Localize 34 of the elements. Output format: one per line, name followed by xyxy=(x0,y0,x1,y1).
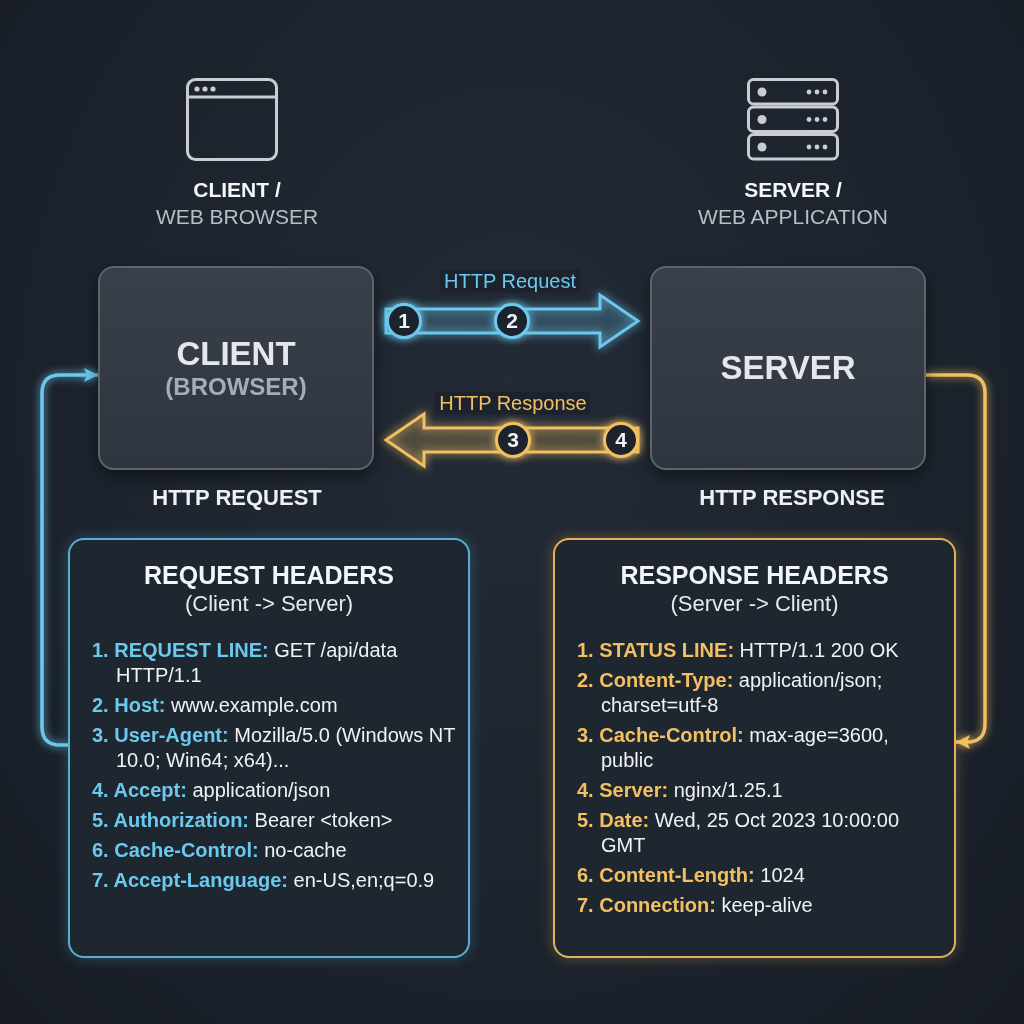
callout-number: 4 xyxy=(603,422,639,458)
list-item: 5. Authorization: Bearer <token> xyxy=(92,807,394,833)
list-item: 2. Host: www.example.com xyxy=(92,692,339,718)
list-item: 4. Accept: application/json xyxy=(92,777,332,803)
node-heading: CLIENT / WEB BROWSER xyxy=(154,177,320,231)
headers-panel xyxy=(68,538,470,958)
panel-subtitle: (Client -> Server) xyxy=(183,590,355,618)
box-subtitle: (BROWSER) xyxy=(165,372,307,402)
list-item: 1. STATUS LINE: HTTP/1.1 200 OK xyxy=(577,637,900,663)
connector-arrow xyxy=(926,373,987,749)
callout-number: 3 xyxy=(495,422,531,458)
connector-arrow xyxy=(40,368,98,747)
headers-panel xyxy=(553,538,956,958)
list-item: 3. User-Agent: Mozilla/5.0 (Windows NT 10.0; Win64; x64)... xyxy=(92,722,456,773)
box-title: CLIENT xyxy=(176,334,296,373)
panel-title: REQUEST HEADERS xyxy=(142,560,395,590)
server-box xyxy=(650,266,926,470)
panel-title: RESPONSE HEADERS xyxy=(619,560,890,590)
client-box xyxy=(98,266,374,470)
callout-number: 2 xyxy=(494,303,530,339)
edge-label: HTTP Request xyxy=(440,269,580,293)
list-item: 6. Cache-Control: no-cache xyxy=(92,837,348,863)
list-item: 4. Server: nginx/1.25.1 xyxy=(577,777,784,803)
list-item: 7. Connection: keep-alive xyxy=(577,892,814,918)
box-title: SERVER xyxy=(720,349,856,387)
section-caption: HTTP REQUEST xyxy=(152,485,322,511)
list-item: 7. Accept-Language: en-US,en;q=0.9 xyxy=(92,867,436,893)
panel-subtitle: (Server -> Client) xyxy=(669,590,840,618)
section-caption: HTTP RESPONSE xyxy=(699,485,885,511)
callout-number: 1 xyxy=(386,303,422,339)
list-item: 5. Date: Wed, 25 Oct 2023 10:00:00 GMT xyxy=(577,807,901,858)
node-heading: SERVER / WEB APPLICATION xyxy=(697,177,889,231)
edge-label: HTTP Response xyxy=(435,391,591,415)
list-item: 6. Content-Length: 1024 xyxy=(577,862,806,888)
